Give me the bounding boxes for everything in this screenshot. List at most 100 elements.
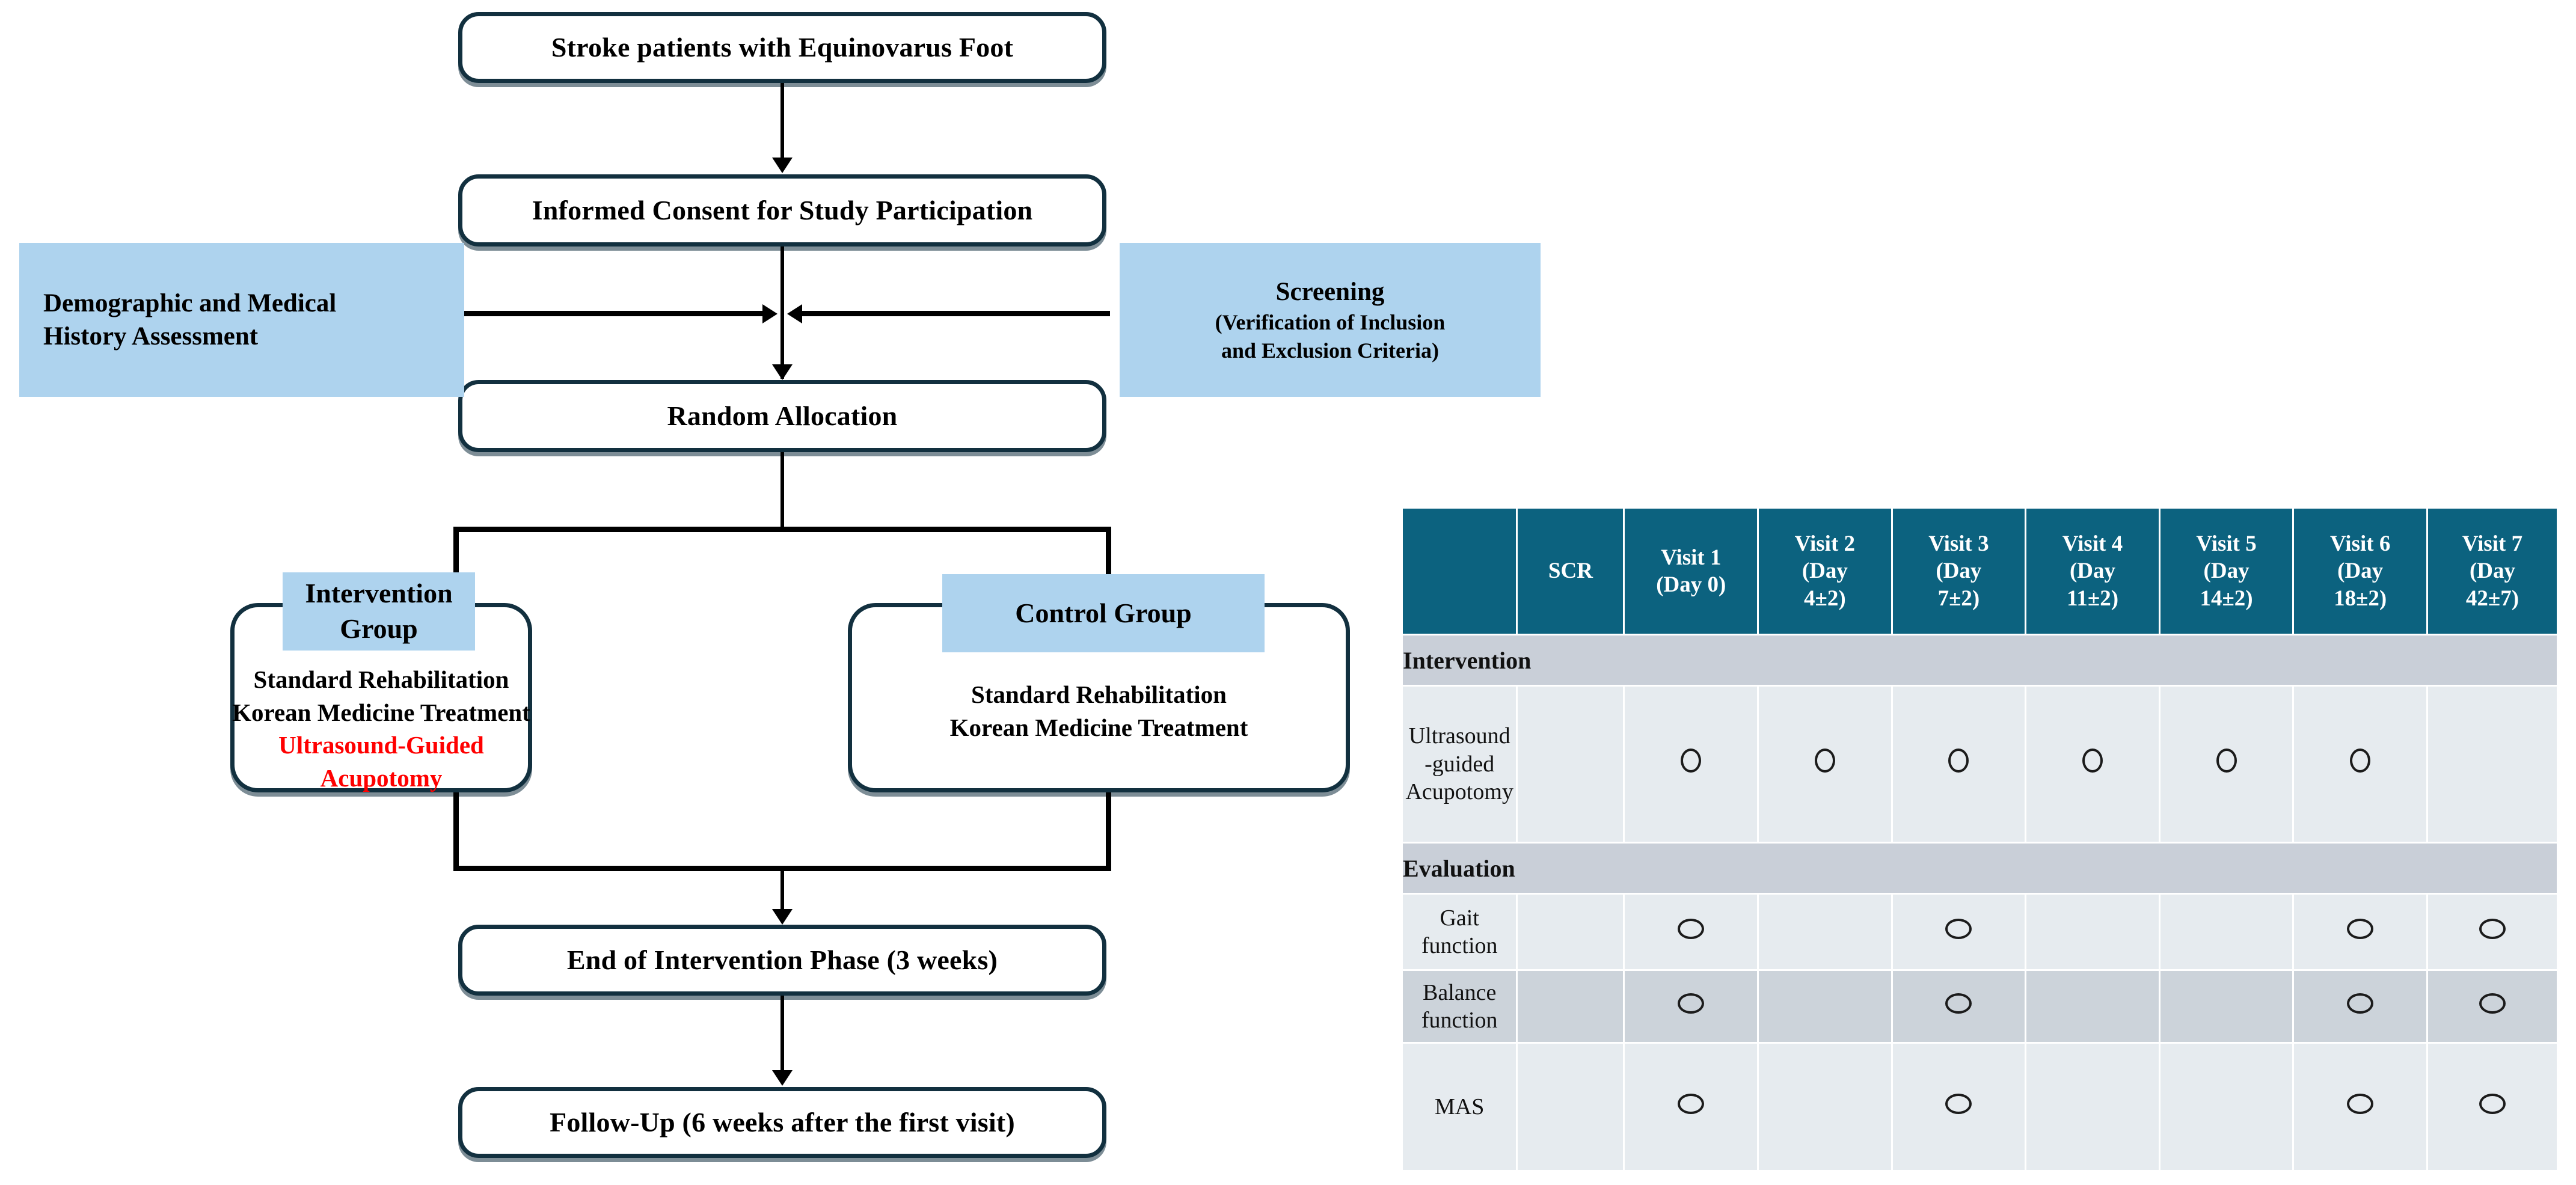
table-header-visit-2-line1: Visit 2 xyxy=(1794,531,1856,557)
table-header-visit-3-line1: Visit 3 xyxy=(1928,531,1989,557)
flow-node-enrollment: Stroke patients with Equinovarus Foot xyxy=(458,12,1106,83)
table-header-visit-1-line2: (Day 0) xyxy=(1656,572,1726,597)
table-row-acupotomy-line2: -guided xyxy=(1424,751,1495,777)
table-row-balance-line2: function xyxy=(1421,1008,1498,1033)
connector-screening-to-trunk xyxy=(797,311,1110,316)
flow-node-randomization-label: Random Allocation xyxy=(667,400,898,431)
cell-mas-v6 xyxy=(2292,1042,2428,1172)
table-row-gait-line1: Gait xyxy=(1440,905,1479,931)
circle-mark-icon xyxy=(2216,749,2237,773)
connector-consent-to-randomization xyxy=(780,246,784,379)
arm-item-intervention-1: Korean Medicine Treatment xyxy=(232,698,530,726)
table-row-acupotomy-line1: Ultrasound xyxy=(1408,723,1510,749)
connector-intervention-drop xyxy=(453,792,459,869)
connector-end-phase-to-follow-up xyxy=(780,996,784,1074)
cell-gait-v2 xyxy=(1757,893,1893,971)
arm-tag-intervention: Intervention Group xyxy=(283,572,475,651)
side-box-screening-label: Screening (Verification of Inclusion and… xyxy=(1215,278,1446,363)
circle-mark-icon xyxy=(2347,1093,2374,1114)
table-header-visit-7-line3: 42±7) xyxy=(2465,586,2519,611)
table-section-intervention: Intervention xyxy=(1401,634,2559,687)
table-header-visit-6-line1: Visit 6 xyxy=(2329,531,2391,557)
table-row-gait-function-label: Gait function xyxy=(1400,893,1518,971)
table-row-gait-function: Gait function xyxy=(1400,893,2559,971)
table-header-visit-4-line2: (Day xyxy=(2069,559,2116,584)
cell-mas-v1 xyxy=(1623,1042,1759,1172)
cell-mas-v4 xyxy=(2025,1042,2160,1172)
table-header-visit-3-line3: 7±2) xyxy=(1937,586,1980,611)
arm-item-intervention-2: Ultrasound-Guided Acupotomy xyxy=(278,731,484,792)
flow-node-follow-up: Follow-Up (6 weeks after the first visit… xyxy=(458,1087,1106,1158)
arrow-merge-to-end-phase xyxy=(772,909,793,925)
side-box-demographics-label: Demographic and Medical History Assessme… xyxy=(43,289,337,351)
cell-balance-v7 xyxy=(2426,969,2559,1044)
circle-mark-icon xyxy=(1681,749,1702,773)
table-header-visit-4: Visit 4 (Day 11±2) xyxy=(2025,507,2160,635)
arm-item-control-1: Korean Medicine Treatment xyxy=(949,713,1248,741)
table-header-visit-2: Visit 2 (Day 4±2) xyxy=(1757,507,1893,635)
table-row-acupotomy-line3: Acupotomy xyxy=(1405,779,1513,805)
cell-gait-v5 xyxy=(2158,893,2295,971)
circle-mark-icon xyxy=(1814,749,1835,773)
cell-balance-v4 xyxy=(2025,969,2160,1044)
table-row-mas-label: MAS xyxy=(1400,1042,1518,1172)
circle-mark-icon xyxy=(1948,749,1969,773)
arm-item-control-0: Standard Rehabilitation xyxy=(971,681,1227,708)
arrow-enrollment-to-consent xyxy=(772,158,793,173)
cell-mas-v5 xyxy=(2158,1042,2295,1172)
arm-body-control: Standard Rehabilitation Korean Medicine … xyxy=(848,678,1350,744)
table-header-visit-7: Visit 7 (Day 42±7) xyxy=(2426,507,2559,635)
cell-acupotomy-v2 xyxy=(1757,685,1893,844)
cell-acupotomy-v3 xyxy=(1891,685,2027,844)
table-header-scr: SCR xyxy=(1516,507,1625,635)
arm-tag-intervention-label: Intervention Group xyxy=(305,578,453,644)
circle-mark-icon xyxy=(1945,1093,1972,1114)
cell-gait-v6 xyxy=(2292,893,2428,971)
table-header-visit-4-line1: Visit 4 xyxy=(2062,531,2123,557)
arm-tag-control: Control Group xyxy=(942,574,1265,652)
table-header-corner xyxy=(1400,507,1518,635)
connector-control-drop xyxy=(1106,792,1111,869)
connector-randomization-split xyxy=(453,527,1111,532)
table-header-visit-6-line3: 18±2) xyxy=(2334,586,2387,611)
table-row-balance-line1: Balance xyxy=(1423,979,1497,1005)
circle-mark-icon xyxy=(1945,993,1972,1014)
cell-gait-v1 xyxy=(1623,893,1759,971)
table-row-balance-function-label: Balance function xyxy=(1400,969,1518,1044)
arrow-end-phase-to-follow-up xyxy=(772,1070,793,1086)
cell-balance-v6 xyxy=(2292,969,2428,1044)
side-box-screening: Screening (Verification of Inclusion and… xyxy=(1120,243,1541,397)
flow-node-enrollment-label: Stroke patients with Equinovarus Foot xyxy=(551,31,1014,63)
cell-acupotomy-v6 xyxy=(2292,685,2428,844)
table-header-visit-2-line2: (Day xyxy=(1802,559,1848,584)
cell-gait-scr xyxy=(1516,893,1625,971)
circle-mark-icon xyxy=(2082,749,2103,773)
circle-mark-icon xyxy=(2479,993,2506,1014)
cell-gait-v3 xyxy=(1891,893,2027,971)
table-header-visit-7-line2: (Day xyxy=(2469,559,2515,584)
table-section-intervention-label: Intervention xyxy=(1401,634,2559,687)
table-header-visit-6-line2: (Day xyxy=(2337,559,2384,584)
flow-node-follow-up-label: Follow-Up (6 weeks after the first visit… xyxy=(550,1106,1015,1138)
connector-randomization-stem xyxy=(780,452,784,529)
side-box-demographics: Demographic and Medical History Assessme… xyxy=(19,243,464,397)
circle-mark-icon xyxy=(2347,918,2374,939)
arrow-consent-to-randomization xyxy=(772,364,793,380)
connector-merge-to-end-phase xyxy=(780,866,784,922)
cell-balance-scr xyxy=(1516,969,1625,1044)
cell-balance-v1 xyxy=(1623,969,1759,1044)
visit-schedule-table: SCR Visit 1 (Day 0) Visit 2 (Day 4±2) Vi… xyxy=(1400,507,2559,1172)
table-header-visit-5-line1: Visit 5 xyxy=(2196,531,2257,557)
table-row-acupotomy: Ultrasound -guided Acupotomy xyxy=(1400,685,2559,844)
cell-acupotomy-scr xyxy=(1516,685,1625,844)
table-row-mas: MAS xyxy=(1400,1042,2559,1172)
table-header-visit-6: Visit 6 (Day 18±2) xyxy=(2292,507,2428,635)
table-header-visit-5: Visit 5 (Day 14±2) xyxy=(2158,507,2295,635)
cell-acupotomy-v1 xyxy=(1623,685,1759,844)
table-header-visit-1: Visit 1 (Day 0) xyxy=(1623,507,1759,635)
arrow-screening-to-trunk xyxy=(787,304,802,323)
table-header-visit-4-line3: 11±2) xyxy=(2066,586,2119,611)
table-row-balance-function: Balance function xyxy=(1400,969,2559,1044)
table-row-gait-line2: function xyxy=(1421,933,1498,958)
